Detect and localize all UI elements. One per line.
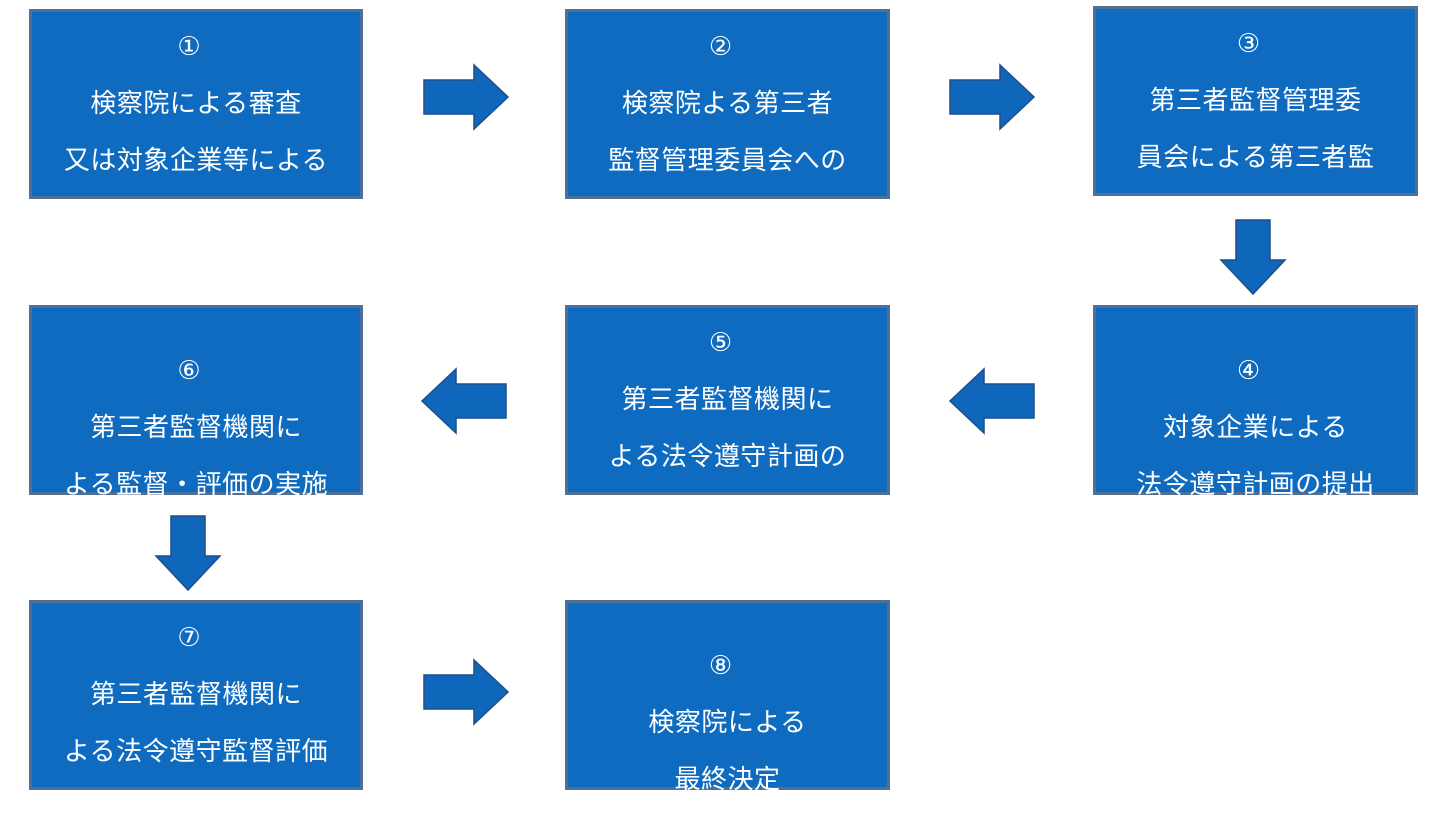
step-5-number: ⑤	[708, 327, 747, 358]
step-8-box: ⑧ 検察院による 最終決定	[565, 600, 890, 795]
step-8-label: 検察院による 最終決定	[648, 708, 807, 795]
step-1-number: ①	[177, 31, 215, 62]
step-7-number: ⑦	[177, 622, 215, 653]
step-3-text: ③ 第三者監督管理委 員会による第三者監 督機関の組成	[1137, 0, 1375, 244]
step-1-box: ① 検察院による審査 又は対象企業等による 自己申請	[29, 9, 363, 233]
arrow-down-icon	[1219, 219, 1287, 296]
step-7-box: ⑦ 第三者監督機関に よる法令遵守監督評価 書の作成	[29, 600, 363, 824]
arrow-left-icon	[420, 367, 507, 435]
arrow-right-icon	[423, 658, 510, 726]
step-4-number: ④	[1236, 356, 1275, 386]
step-6-label: 第三者監督機関に よる監督・評価の実施	[63, 413, 329, 500]
step-4-text: ④ 対象企業による 法令遵守計画の提出	[1136, 286, 1375, 514]
step-5-text: ⑤ 第三者監督機関に よる法令遵守計画の 検討	[609, 258, 847, 543]
step-1-label: 検察院による審査 又は対象企業等による 自己申請	[63, 88, 329, 233]
step-6-text: ⑥ 第三者監督機関に よる監督・評価の実施	[64, 286, 328, 514]
step-3-label: 第三者監督管理委 員会による第三者監 督機関の組成	[1136, 85, 1375, 230]
step-7-text: ⑦ 第三者監督機関に よる法令遵守監督評価 書の作成	[64, 553, 328, 838]
arrow-left-icon	[948, 367, 1035, 435]
step-2-text: ② 検察院よる第三者 監督管理委員会への 手続開始要請	[608, 0, 847, 247]
step-2-label: 検察院よる第三者 監督管理委員会への 手続開始要請	[608, 88, 847, 233]
step-4-label: 対象企業による 法令遵守計画の提出	[1136, 413, 1375, 500]
step-7-label: 第三者監督機関に よる法令遵守監督評価 書の作成	[63, 679, 329, 824]
step-6-box: ⑥ 第三者監督機関に よる監督・評価の実施	[29, 305, 363, 500]
step-1-text: ① 検察院による審査 又は対象企業等による 自己申請	[64, 0, 328, 247]
step-3-number: ③	[1236, 28, 1275, 59]
arrow-right-icon	[949, 63, 1036, 131]
step-6-number: ⑥	[177, 356, 215, 386]
arrow-right-icon	[423, 63, 510, 131]
step-8-text: ⑧ 検察院による 最終決定	[648, 581, 806, 809]
step-5-box: ⑤ 第三者監督機関に よる法令遵守計画の 検討	[565, 305, 890, 529]
step-3-box: ③ 第三者監督管理委 員会による第三者監 督機関の組成	[1093, 6, 1418, 230]
step-2-number: ②	[708, 31, 747, 62]
step-8-number: ⑧	[708, 651, 747, 681]
step-2-box: ② 検察院よる第三者 監督管理委員会への 手続開始要請	[565, 9, 890, 233]
arrow-down-icon	[154, 515, 222, 592]
step-5-label: 第三者監督機関に よる法令遵守計画の 検討	[608, 384, 847, 529]
step-4-box: ④ 対象企業による 法令遵守計画の提出	[1093, 305, 1418, 500]
